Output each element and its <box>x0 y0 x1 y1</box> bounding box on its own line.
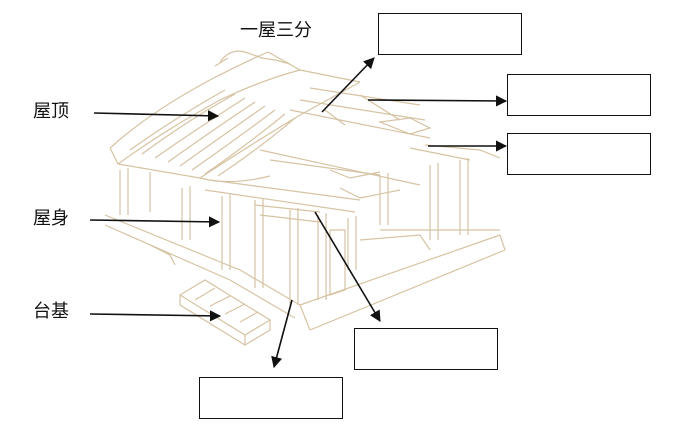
arrow-body <box>89 216 221 228</box>
arrow-roof <box>93 110 220 122</box>
arrow-base <box>89 310 222 322</box>
label-body: 屋身 <box>33 208 69 229</box>
arrow-box-4 <box>314 211 381 322</box>
label-base: 台基 <box>33 301 69 322</box>
diagram-title: 一屋三分 <box>240 20 312 41</box>
label-roof: 屋顶 <box>33 101 69 122</box>
answer-box-4[interactable] <box>354 328 498 370</box>
answer-box-1[interactable] <box>378 13 522 55</box>
arrow-box-2 <box>367 95 508 107</box>
answer-box-2[interactable] <box>507 74 651 116</box>
arrow-box-1 <box>321 57 375 113</box>
answer-box-3[interactable] <box>507 133 651 175</box>
building-line-art <box>104 50 506 347</box>
arrow-box-5 <box>271 299 293 369</box>
answer-box-5[interactable] <box>199 377 343 419</box>
